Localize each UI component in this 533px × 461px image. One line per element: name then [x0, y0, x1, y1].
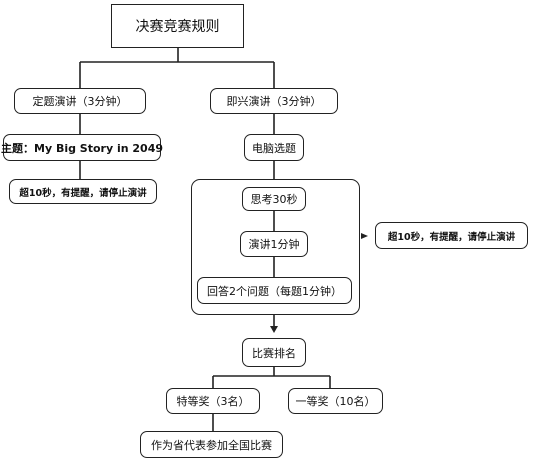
impromptu-overtime-node: 超10秒，有提醒，请停止演讲	[375, 222, 528, 249]
national-node: 作为省代表参加全国比赛	[140, 431, 283, 458]
special-prize-text: 特等奖（3名）	[176, 395, 250, 408]
speech-time-node: 演讲1分钟	[240, 231, 308, 257]
prepared-topic-node: 主题：My Big Story in 2049	[1, 134, 164, 161]
qa-time-node: 回答2个问题（每题1分钟）	[197, 277, 352, 304]
arrow-to-overtime	[361, 233, 368, 239]
title-node: 决赛竞赛规则	[111, 4, 244, 48]
title-text: 决赛竞赛规则	[135, 19, 220, 35]
prepared-topic-text: 主题：My Big Story in 2049	[1, 141, 164, 155]
first-prize-node: 一等奖（10名）	[288, 388, 383, 414]
ranking-node: 比赛排名	[242, 338, 306, 367]
ranking-text: 比赛排名	[252, 346, 296, 360]
prepared-speech-node: 定题演讲（3分钟）	[14, 88, 146, 114]
think-time-text: 思考30秒	[250, 193, 298, 206]
qa-time-text: 回答2个问题（每题1分钟）	[207, 284, 342, 298]
prepared-overtime-node: 超10秒，有提醒，请停止演讲	[9, 179, 157, 204]
impromptu-speech-text: 即兴演讲（3分钟）	[226, 95, 322, 108]
impromptu-steps-group	[191, 179, 360, 315]
national-text: 作为省代表参加全国比赛	[151, 438, 272, 452]
speech-time-text: 演讲1分钟	[248, 238, 300, 251]
think-time-node: 思考30秒	[242, 187, 306, 211]
arrow-to-ranking	[270, 326, 278, 333]
impromptu-overtime-text: 超10秒，有提醒，请停止演讲	[387, 231, 516, 243]
first-prize-text: 一等奖（10名）	[295, 395, 376, 408]
computer-select-text: 电脑选题	[252, 141, 296, 155]
special-prize-node: 特等奖（3名）	[166, 388, 260, 414]
computer-select-node: 电脑选题	[244, 134, 304, 161]
prepared-speech-text: 定题演讲（3分钟）	[32, 95, 128, 108]
prepared-overtime-text: 超10秒，有提醒，请停止演讲	[19, 187, 147, 199]
impromptu-speech-node: 即兴演讲（3分钟）	[210, 88, 338, 114]
